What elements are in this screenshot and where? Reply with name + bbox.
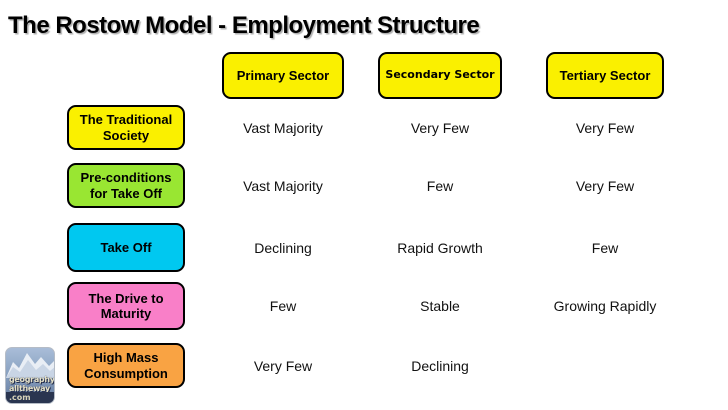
page-title: The Rostow Model - Employment Structure bbox=[8, 12, 480, 39]
table-cell: Stable bbox=[420, 298, 460, 314]
table-cell: Few bbox=[591, 239, 619, 256]
table-cell: Few bbox=[269, 298, 297, 314]
table-cell: Declining bbox=[254, 239, 312, 256]
column-header-tertiary-sector: Tertiary Sector bbox=[546, 52, 664, 99]
column-header-primary-sector: Primary Sector bbox=[222, 52, 344, 99]
table-cell: Rapid Growth bbox=[397, 239, 483, 256]
geographyalltheway-logo: geography alltheway .com bbox=[5, 347, 55, 404]
table-cell: Very Few bbox=[253, 357, 313, 374]
stage-box-traditional-society: The Traditional Society bbox=[67, 105, 185, 150]
mountain-icon bbox=[6, 353, 54, 378]
table-cell: Very Few bbox=[575, 119, 635, 136]
table-cell: Very Few bbox=[410, 119, 470, 136]
table-cell: Vast Majority bbox=[243, 119, 323, 136]
rostow-employment-table: Primary Sector Secondary Sector Tertiary… bbox=[67, 52, 664, 388]
stage-box-high-mass-consumption: High Mass Consumption bbox=[67, 343, 185, 388]
stage-box-preconditions-for-take-off: Pre-conditions for Take Off bbox=[67, 163, 185, 208]
table-cell bbox=[546, 343, 664, 388]
table-cell: Vast Majority bbox=[243, 177, 323, 194]
table-cell: Growing Rapidly bbox=[553, 298, 657, 314]
table-cell: Very Few bbox=[575, 177, 635, 194]
stage-box-take-off: Take Off bbox=[67, 223, 185, 272]
column-header-secondary-sector: Secondary Sector bbox=[378, 52, 502, 99]
table-cell: Declining bbox=[411, 357, 469, 374]
stage-box-drive-to-maturity: The Drive to Maturity bbox=[67, 282, 185, 330]
table-cell: Few bbox=[426, 177, 454, 194]
logo-strip: .com bbox=[6, 392, 54, 403]
logo-text: geography alltheway bbox=[9, 375, 55, 393]
